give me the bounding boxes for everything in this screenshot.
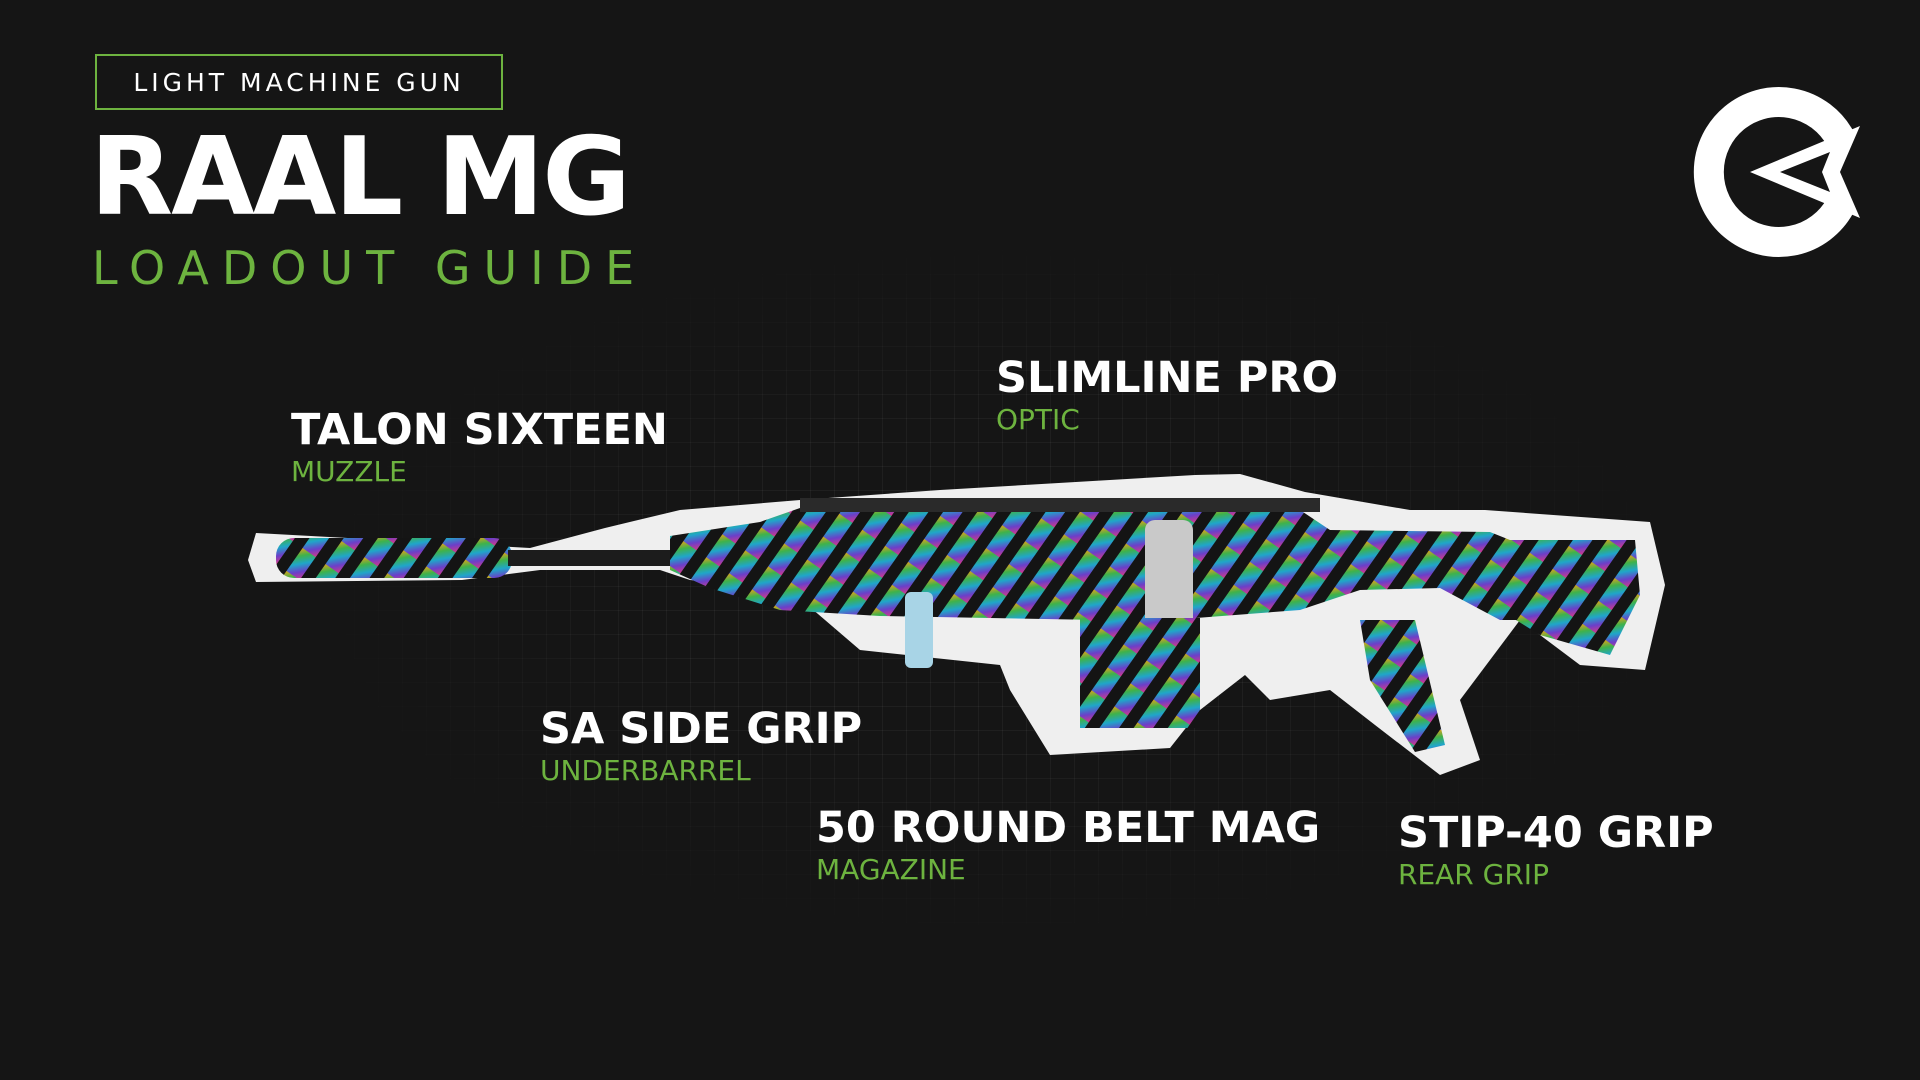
- attachment-name: SLIMLINE PRO: [996, 353, 1339, 403]
- attachment-underbarrel: SA SIDE GRIP UNDERBARREL: [540, 704, 862, 788]
- attachment-magazine: 50 ROUND BELT MAG MAGAZINE: [816, 803, 1320, 887]
- attachment-slot: OPTIC: [996, 403, 1080, 436]
- attachment-slot: MUZZLE: [291, 455, 407, 488]
- attachment-muzzle: TALON SIXTEEN MUZZLE: [291, 405, 668, 489]
- raal-mg-weapon-icon: [248, 474, 1665, 775]
- attachment-name: TALON SIXTEEN: [291, 405, 668, 455]
- weapon-category-badge: LIGHT MACHINE GUN: [95, 54, 503, 110]
- attachment-optic: SLIMLINE PRO OPTIC: [996, 353, 1338, 437]
- attachment-name: STIP-40 GRIP: [1398, 808, 1714, 858]
- attachment-name: SA SIDE GRIP: [540, 704, 863, 754]
- esports-logo-icon: [1693, 87, 1860, 257]
- attachment-slot: UNDERBARREL: [540, 754, 751, 787]
- attachment-name: 50 ROUND BELT MAG: [816, 803, 1321, 853]
- guide-subtitle: LOADOUT GUIDE: [92, 241, 648, 295]
- attachment-rear-grip: STIP-40 GRIP REAR GRIP: [1398, 808, 1714, 892]
- weapon-title: RAAL MG: [90, 115, 631, 240]
- attachment-slot: MAGAZINE: [816, 853, 966, 886]
- attachment-slot: REAR GRIP: [1398, 858, 1549, 891]
